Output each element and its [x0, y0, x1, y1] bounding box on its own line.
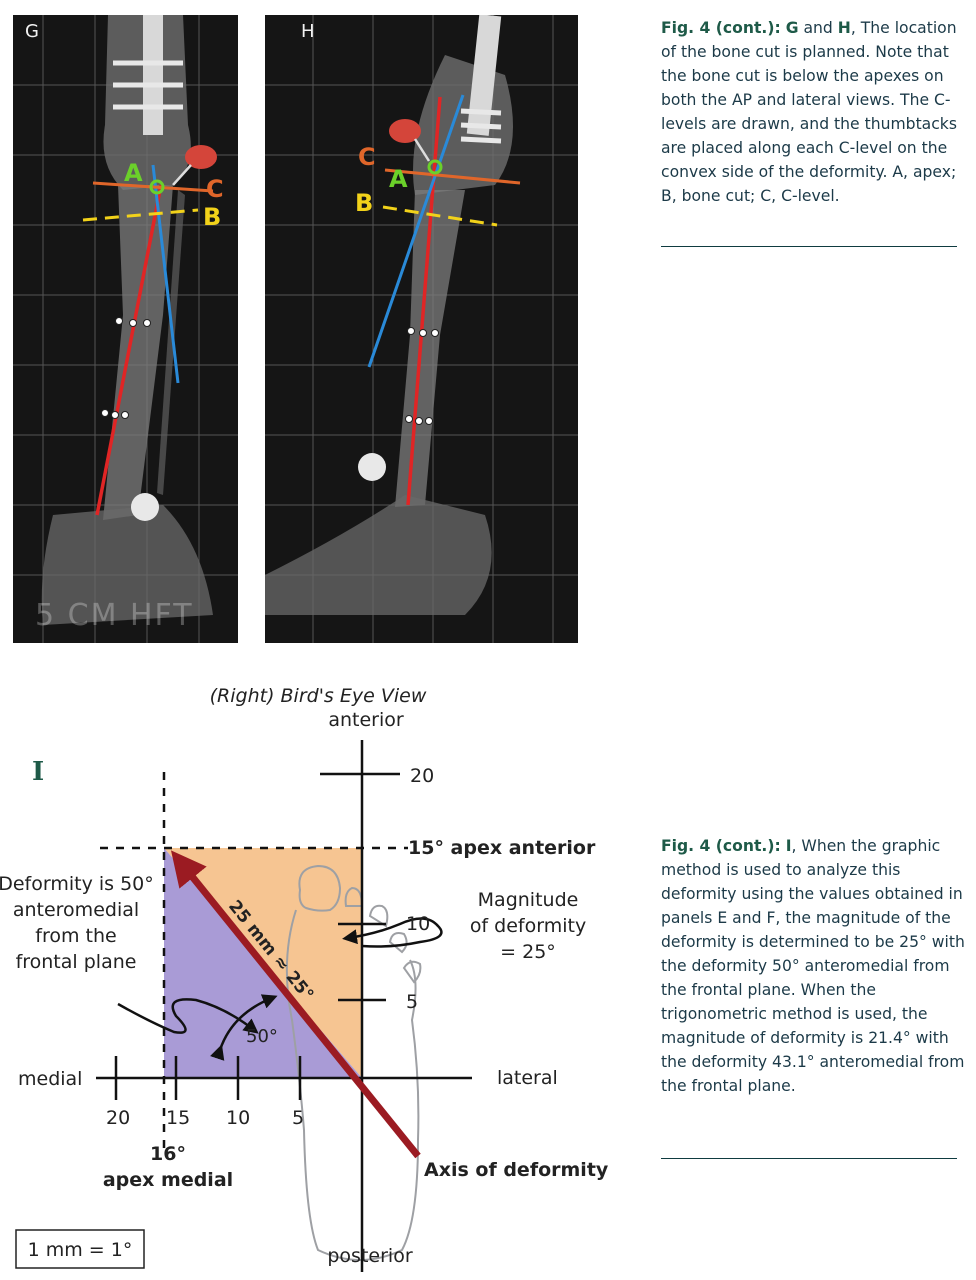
panel-label-g: G — [25, 21, 39, 42]
y-tick-label-10: 10 — [406, 913, 430, 935]
c-level-marker-g: C — [206, 175, 224, 203]
caption-gh-rule — [661, 246, 957, 247]
bone-cut-marker-h: B — [355, 189, 373, 217]
foot-outline — [285, 864, 422, 1261]
caption-gh-fig: Fig. 4 (cont.): — [661, 19, 781, 37]
magnitude-label-line-3: = 25° — [500, 941, 556, 963]
panel-label-h: H — [301, 21, 315, 42]
y-tick-label-20: 20 — [410, 765, 434, 787]
diagram-title: (Right) Bird's Eye View — [210, 685, 427, 707]
caption-i-fig: Fig. 4 (cont.): — [661, 837, 781, 855]
scale-box — [15, 1229, 145, 1269]
xray-panel-g: A C B G 5 CM HFT — [13, 15, 238, 643]
apex-medial-value: 16° — [150, 1143, 186, 1165]
caption-gh-letter-h: H — [837, 19, 851, 37]
y-tick-label-5: 5 — [406, 991, 418, 1013]
caption-gh: Fig. 4 (cont.): G and H, The location of… — [661, 16, 966, 208]
apex-marker-h: A — [389, 165, 408, 193]
label-medial: medial — [18, 1068, 82, 1090]
caption-i-rule — [661, 1158, 957, 1159]
axis-of-deformity-arrow — [170, 850, 421, 1159]
deformity-label-line-1: Deformity is 50° — [0, 873, 154, 895]
caption-i-text: , When the graphic method is used to ana… — [661, 837, 965, 1095]
x-tick-label-5: 5 — [292, 1107, 304, 1129]
label-posterior: posterior — [327, 1245, 412, 1267]
diagram-panel-label: I — [32, 757, 44, 787]
label-anterior: anterior — [328, 709, 404, 731]
caption-gh-text: , The location of the bone cut is planne… — [661, 19, 957, 205]
caption-gh-letter-g: G — [785, 19, 799, 37]
caption-gh-and: and — [803, 19, 833, 37]
deformity-label-line-4: frontal plane — [16, 951, 137, 973]
x-tick-label-20: 20 — [106, 1107, 130, 1129]
x-tick-label-15: 15 — [166, 1107, 190, 1129]
angle-label: 50° — [246, 1026, 278, 1047]
x-tick-label-10: 10 — [226, 1107, 250, 1129]
label-lateral: lateral — [497, 1067, 558, 1089]
c-level-marker-h: C — [358, 143, 376, 171]
scale-label: 1 mm = 1° — [28, 1239, 133, 1261]
deformity-label-line-3: from the — [35, 925, 116, 947]
magnitude-label-line-1: Magnitude — [478, 889, 579, 911]
apex-marker-g: A — [124, 159, 143, 187]
xray-h-drawing: C A B — [265, 15, 578, 643]
birds-eye-diagram: (Right) Bird's Eye View anterior posteri… — [0, 685, 609, 1272]
apex-medial-label: apex medial — [103, 1169, 233, 1191]
xray-watermark: 5 CM HFT — [35, 598, 194, 633]
deformity-label-line-2: anteromedial — [13, 899, 139, 921]
xray-g-drawing: A C B — [13, 15, 238, 643]
caption-i-letter: I — [785, 837, 792, 855]
magnitude-pointer — [342, 917, 443, 948]
bone-cut-marker-g: B — [203, 203, 221, 231]
apex-anterior-label: 15° apex anterior — [408, 837, 596, 859]
axis-of-deformity-label: Axis of deformity — [424, 1159, 609, 1181]
caption-i: Fig. 4 (cont.): I, When the graphic meth… — [661, 834, 966, 1098]
xray-panel-h: C A B H — [265, 15, 578, 643]
magnitude-label-line-2: of deformity — [470, 915, 586, 937]
angle-arc — [210, 994, 278, 1061]
